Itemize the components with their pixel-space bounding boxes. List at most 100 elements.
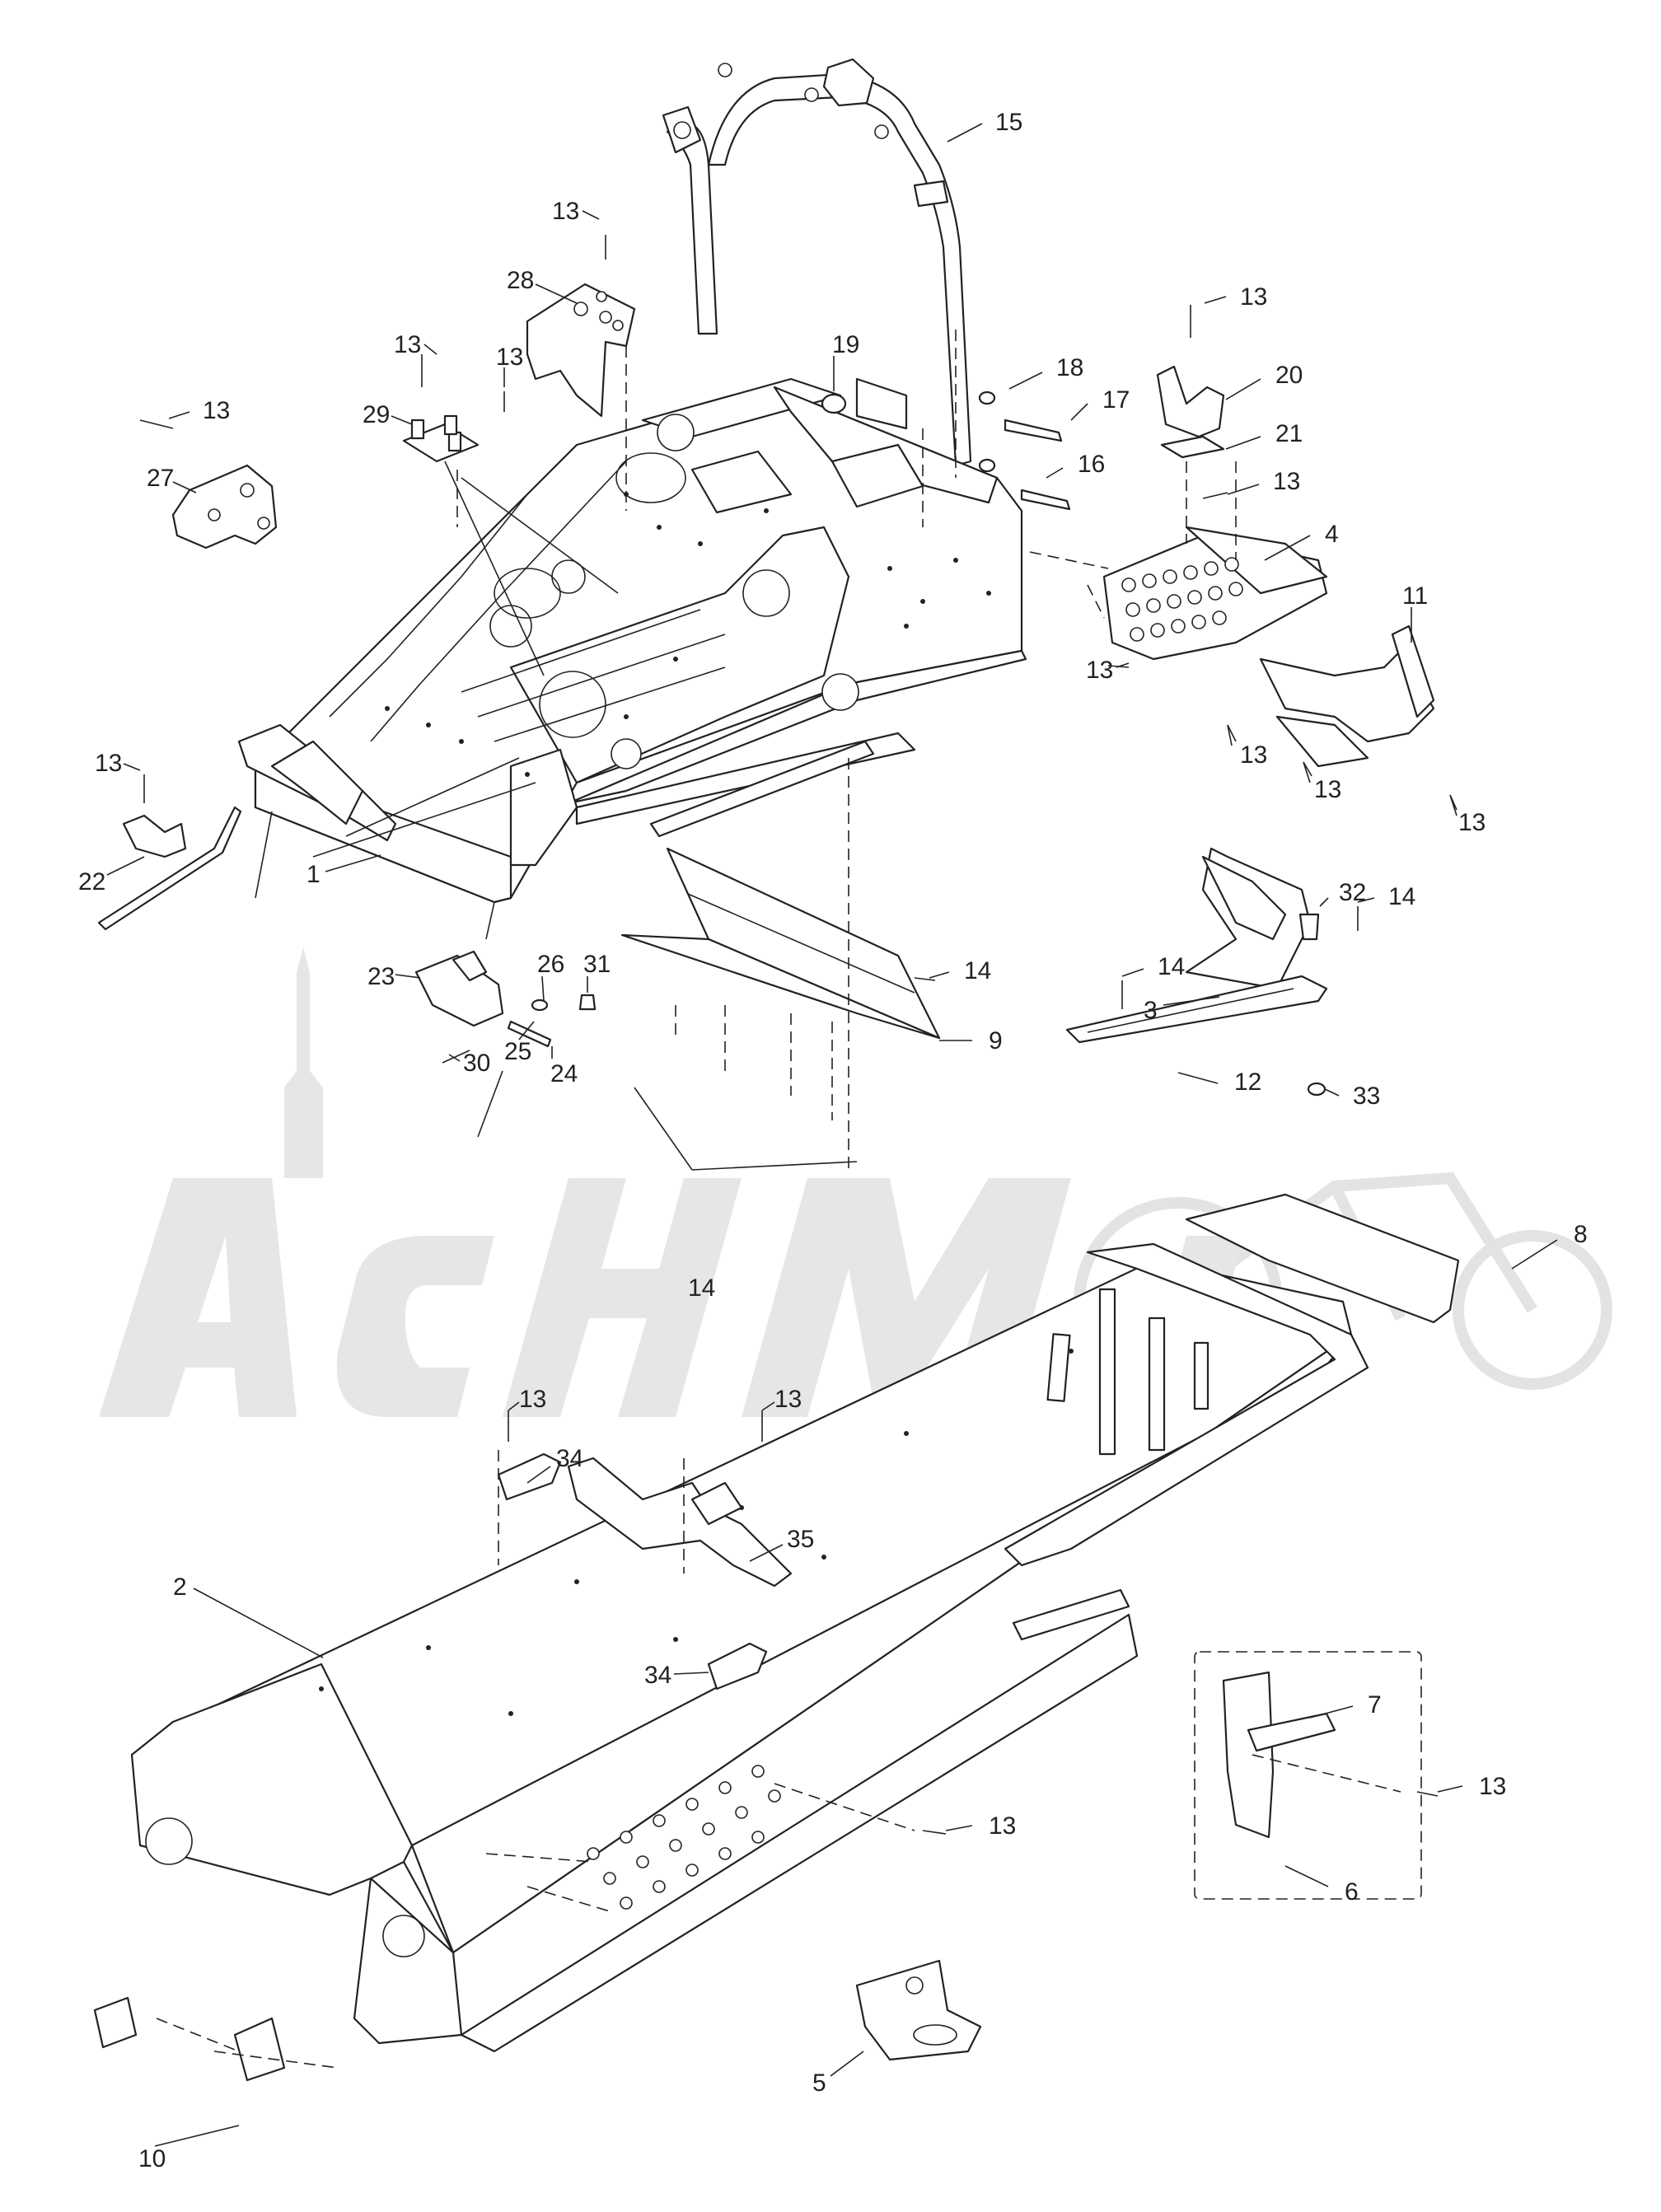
callout-c19: 19 [832,331,859,358]
part-6-bracket [1222,1671,1275,1839]
part-29-mount-plate [402,414,480,463]
callout-c14c: 14 [964,957,991,984]
callout-c21: 21 [1275,420,1303,447]
leader-line-c30 [448,1054,461,1062]
part-17-bolt [1004,419,1063,442]
leader-line-c23 [395,974,421,979]
callout-c13e: 13 [1240,283,1267,311]
callout-c30: 30 [463,1050,490,1077]
leader-line-c13i [1303,761,1312,777]
leader-line-c14b [1121,968,1144,977]
part-22-rod-clip [97,806,242,931]
leader-line-c5 [830,2051,864,2077]
leader-line-c26 [541,975,545,1002]
callout-c28: 28 [507,267,534,294]
leader-line-c13o [1437,1785,1463,1793]
leader-line-c2 [193,1588,324,1658]
alignment-lines [156,330,1401,2069]
leader-line-c34a [526,1466,551,1484]
part-9-heat-shield [620,847,941,1040]
leader-line-c13b [423,344,437,355]
leader-line-c13h [1227,724,1237,742]
part-18-washers [978,390,996,473]
callout-c13g: 13 [1086,657,1113,684]
part-2-tunnel [130,1242,1369,2053]
leader-line-c14c [929,971,950,979]
part-7-plate [1247,1712,1336,1752]
part-11-bracket [1259,624,1435,768]
callout-c20: 20 [1275,362,1303,389]
callout-c2: 2 [173,1574,187,1601]
leader-line-c13j [1449,794,1457,811]
callout-c14b: 14 [1158,953,1185,980]
part-16-bolt [1020,489,1071,511]
leader-line-c20 [1225,378,1261,400]
leader-line-c17 [1070,403,1088,421]
callout-c25: 25 [504,1038,531,1065]
callout-c34a: 34 [556,1445,583,1472]
leader-line-c6 [1284,1865,1329,1887]
leader-line-c13e [1204,296,1227,304]
leader-line-c16 [1046,467,1064,479]
callout-c35: 35 [787,1526,814,1553]
part-1-front-frame [237,377,1027,940]
callout-c4: 4 [1325,521,1339,548]
leader-line-c25 [518,1021,535,1041]
part-10-plates [93,1996,286,2082]
callout-c23: 23 [367,963,395,990]
leader-line-c14a [1357,897,1375,903]
callout-c13f: 13 [1273,468,1300,495]
callout-c24: 24 [550,1060,578,1087]
leader-line-c3 [1163,996,1220,1006]
part-20-clip [1156,365,1225,438]
callout-c22: 22 [78,868,105,896]
part-15-roll-bar [662,58,972,467]
part-32-bolt [1298,913,1320,941]
callout-c13c: 13 [496,344,523,371]
callout-c13j: 13 [1458,809,1486,836]
callout-c13b: 13 [394,331,421,358]
leader-line-c7 [1309,1705,1354,1719]
callout-c33: 33 [1353,1083,1380,1110]
callout-c6: 6 [1345,1878,1359,1906]
part-33-nut [1307,1082,1326,1097]
callout-c13m: 13 [774,1386,802,1413]
callout-c10: 10 [138,2145,166,2172]
callout-c12: 12 [1234,1069,1261,1096]
callout-c27: 27 [147,465,174,492]
callout-c13a: 13 [552,198,579,225]
leader-line-c13a [582,210,600,220]
callout-c7: 7 [1368,1691,1382,1719]
leader-line-c21 [1225,436,1261,450]
callout-c13o: 13 [1479,1773,1506,1800]
callout-c16: 16 [1078,451,1105,478]
callout-c34b: 34 [644,1662,671,1689]
part-3-bracket [1185,847,1312,990]
callout-c26: 26 [537,951,564,978]
leader-line-c13m [761,1401,775,1411]
part-19-grommet [821,393,847,414]
callout-c32: 32 [1339,879,1366,906]
callout-c18: 18 [1056,354,1083,381]
leader-line-c8 [1511,1239,1558,1270]
part-12-bar [1065,975,1328,1044]
leader-line-c4 [1264,535,1311,561]
leader-line-c13k [123,763,141,771]
leader-line-c32 [1319,897,1329,907]
leader-line-c13g [1116,662,1130,668]
leader-line-c29 [391,415,413,425]
leader-line-c33 [1324,1088,1340,1097]
callout-c13d: 13 [203,397,230,424]
part-34-bracket-top [497,1452,562,1501]
leader-line-c1 [325,854,381,872]
callout-c13l: 13 [519,1386,546,1413]
leader-line-c15 [947,123,983,143]
part-26-washer [531,998,549,1012]
leader-line-c18 [1008,372,1043,390]
callout-c13k: 13 [95,750,122,777]
part-28-bracket [526,283,636,418]
callout-c13n: 13 [989,1812,1016,1840]
part-21-plate [1160,435,1225,459]
callout-c15: 15 [995,109,1022,136]
